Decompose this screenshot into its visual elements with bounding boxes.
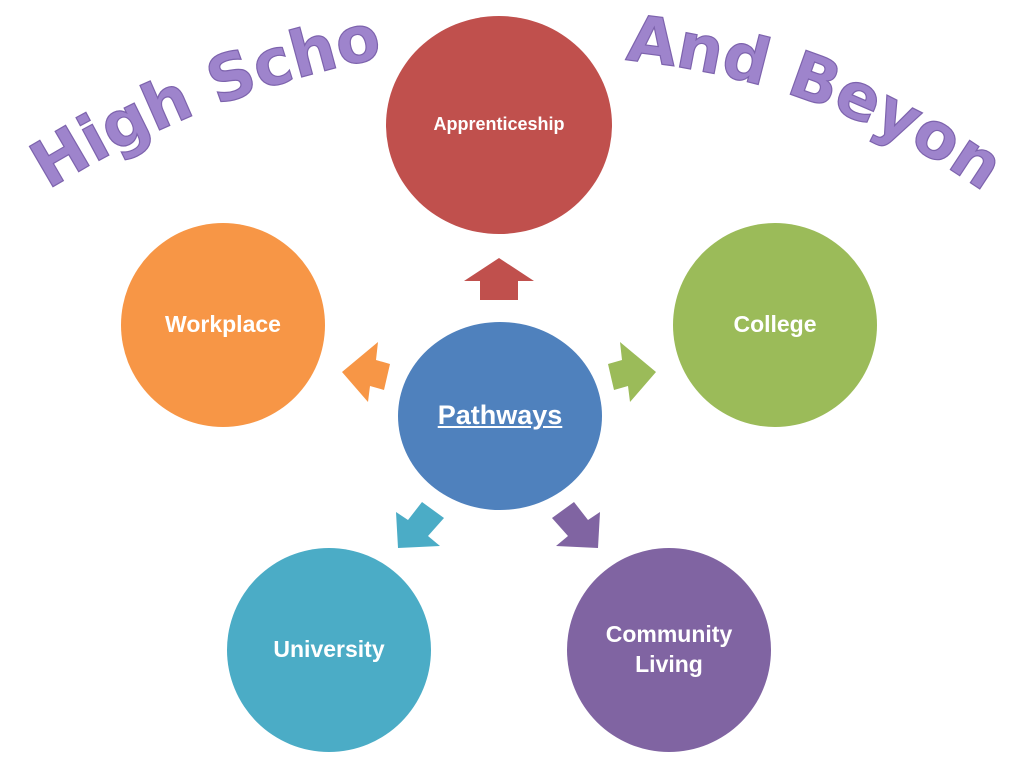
pathways-center-label: Pathways <box>437 400 563 431</box>
pathways-center-node: Pathways <box>398 322 602 510</box>
arrow-up-icon <box>464 258 534 300</box>
university-node: University <box>227 548 431 752</box>
headline-left-text: High School <box>0 0 388 204</box>
college-node: College <box>673 223 877 427</box>
workplace-node: Workplace <box>121 223 325 427</box>
arrow-left-icon <box>342 342 390 402</box>
arrow-down-right-icon <box>552 502 600 548</box>
arrow-right-icon <box>608 342 656 402</box>
community-living-label-line2: Living <box>635 651 703 677</box>
college-label: College <box>733 311 817 338</box>
apprenticeship-label: Apprenticeship <box>433 114 565 135</box>
apprenticeship-node: Apprenticeship <box>386 16 612 234</box>
community-living-label-line1: Community <box>605 621 733 648</box>
headline-left: High School <box>0 0 387 204</box>
workplace-label: Workplace <box>165 311 281 338</box>
arrow-down-left-icon <box>396 502 444 548</box>
university-label: University <box>273 636 385 663</box>
community-living-node: Community Living <box>567 548 771 752</box>
